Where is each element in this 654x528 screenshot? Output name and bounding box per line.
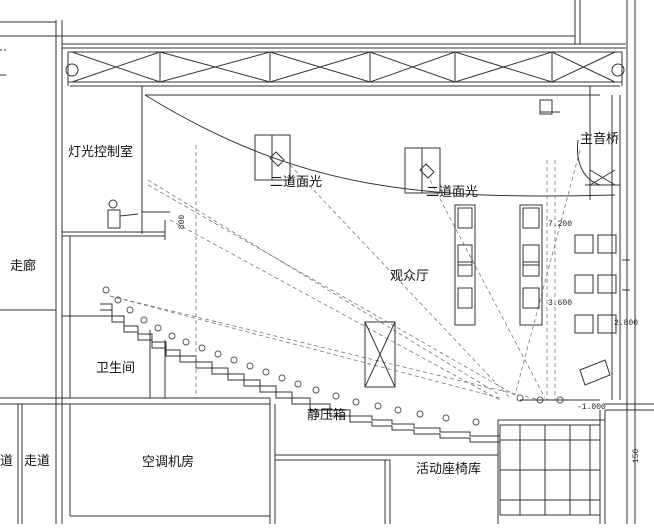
seating-tiers	[100, 286, 564, 443]
left-rooms	[62, 236, 166, 398]
label-auditorium: 观众厅	[390, 269, 430, 284]
elevation-minus-1000: -1.000	[577, 403, 606, 412]
sightlines	[109, 145, 581, 401]
dimension-800: 800	[178, 214, 188, 230]
elevation-2800: 2.800	[614, 319, 639, 328]
label-seat-storage: 活动座椅库	[416, 462, 482, 477]
face-light-boxes	[254, 134, 441, 194]
speaker-arrays	[454, 204, 617, 334]
roof-truss	[65, 51, 625, 87]
label-face-light-2: 二道面光	[426, 185, 479, 200]
elevation-7200: 7.200	[548, 220, 573, 229]
dimension-150: 150	[632, 448, 642, 464]
ceiling	[141, 86, 616, 234]
label-lighting-control-room: 灯光控制室	[68, 145, 134, 160]
label-corridor-b: 走道	[24, 454, 51, 469]
elevation-3600: 3.600	[548, 299, 573, 308]
label-main-bridge: 主音桥	[580, 132, 620, 147]
right-structure	[579, 95, 630, 400]
label-restroom: 卫生间	[96, 361, 136, 376]
label-corridor-a: 道	[0, 454, 14, 469]
label-corridor-left: 走廊	[10, 259, 37, 274]
seat-lift-mechanism	[498, 399, 605, 516]
main-sound-bridge	[539, 99, 620, 186]
label-face-light-1: 二道面光	[270, 175, 323, 190]
label-plenum: 静压箱	[307, 408, 347, 423]
label-ac-room: 空调机房	[142, 455, 195, 470]
lighting-control-room	[62, 199, 170, 240]
projection-door	[364, 321, 396, 388]
